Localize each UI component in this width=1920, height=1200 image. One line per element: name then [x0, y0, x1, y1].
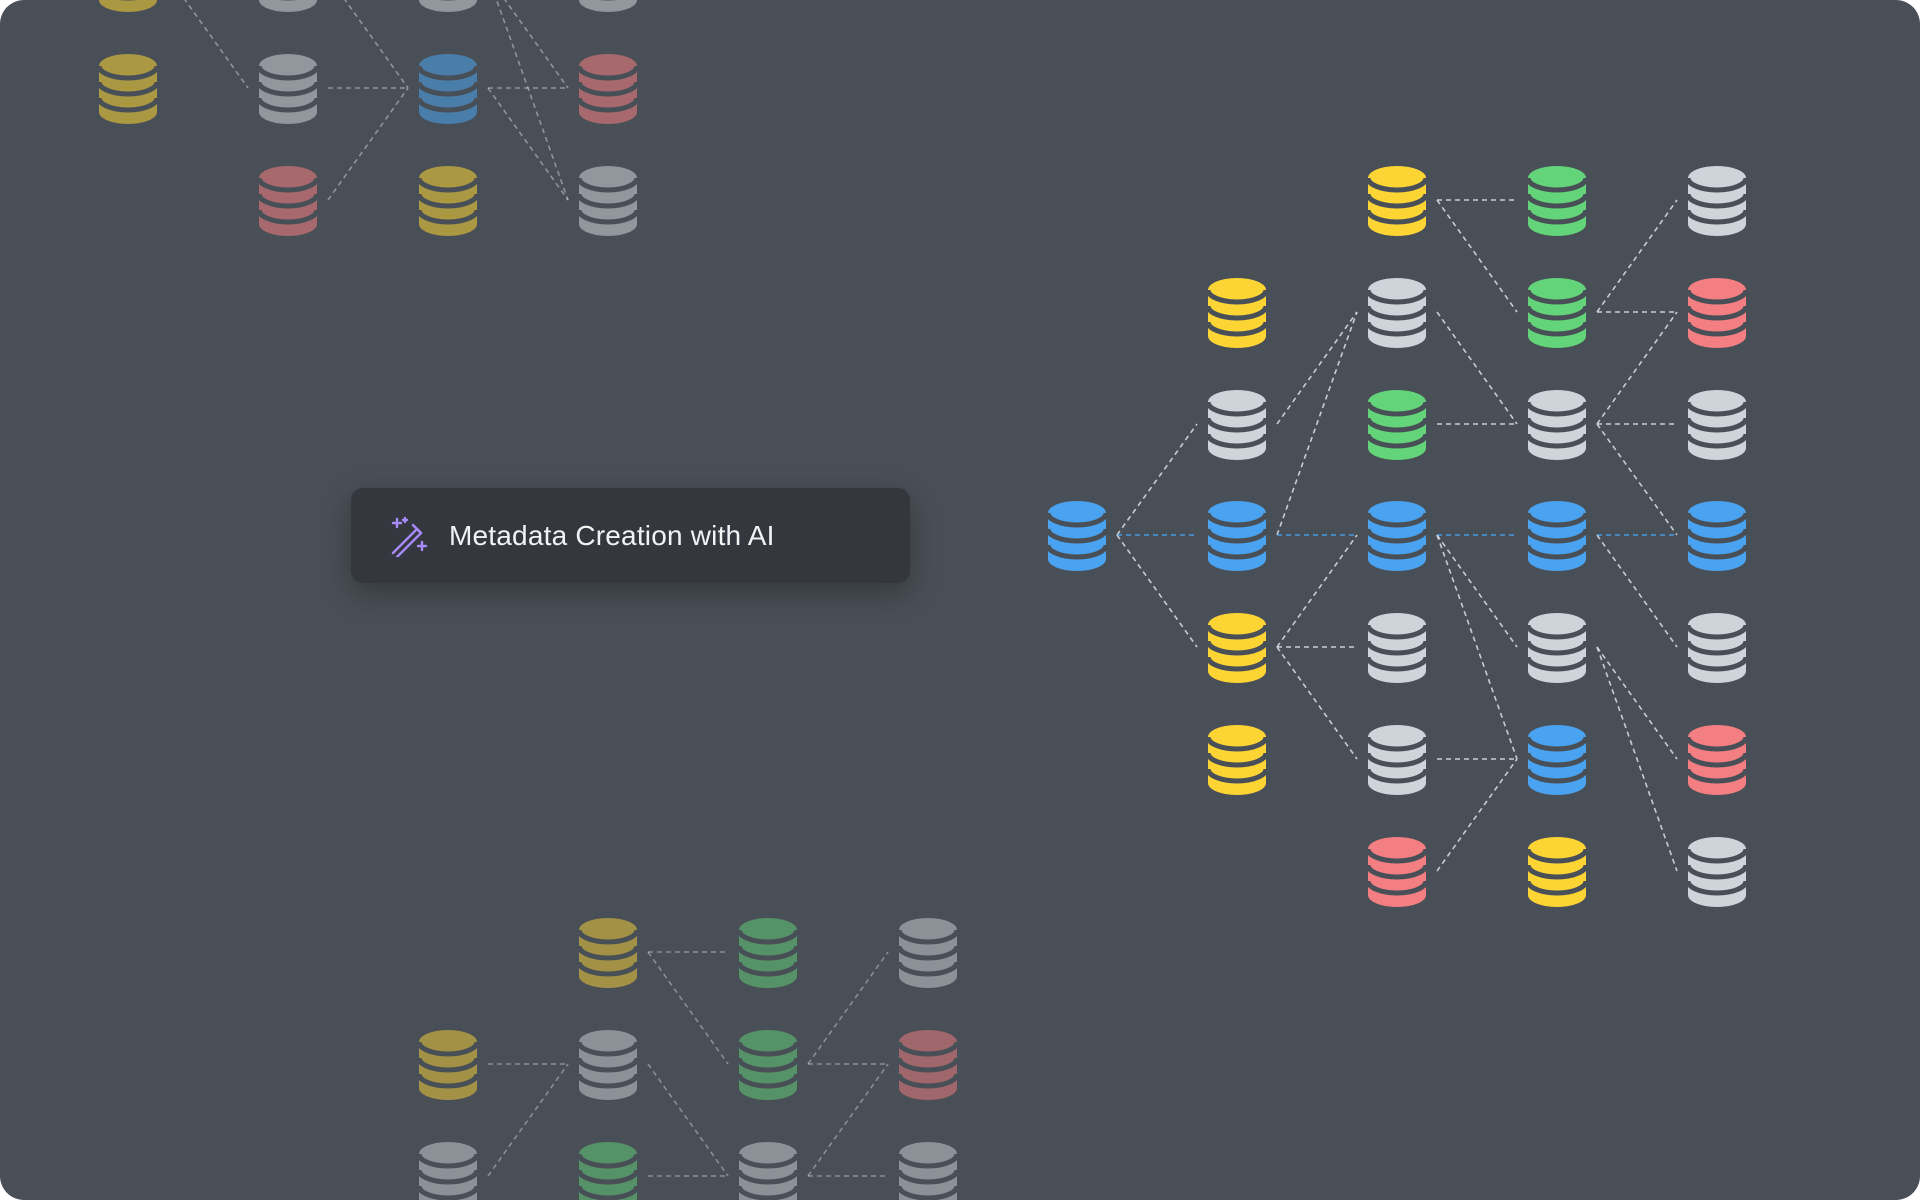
link [1276, 311, 1358, 425]
database-icon [256, 54, 320, 124]
link [807, 951, 889, 1065]
magic-wand-icon [387, 515, 429, 558]
database-icon [99, 0, 157, 12]
database-icon [96, 54, 160, 124]
database-icon [576, 918, 640, 988]
database-icon [1365, 725, 1429, 795]
database-icon [419, 0, 477, 12]
database-icon [416, 1142, 480, 1200]
database-icon [576, 1142, 640, 1200]
link [807, 1063, 889, 1177]
database-icon [1685, 278, 1749, 348]
links-layer [184, 0, 1678, 1177]
database-icon [1685, 725, 1749, 795]
database-icon [896, 1030, 960, 1100]
link [1436, 311, 1518, 425]
database-icon [1685, 166, 1749, 236]
link [1596, 311, 1678, 425]
database-icon [1525, 613, 1589, 683]
database-icon [1205, 501, 1269, 571]
link [1436, 758, 1518, 872]
link [1596, 646, 1678, 872]
link [327, 87, 409, 201]
database-icon [576, 166, 640, 236]
database-icon [1525, 166, 1589, 236]
link [647, 1063, 729, 1177]
database-icon [416, 166, 480, 236]
database-icon [1365, 613, 1429, 683]
database-icon [1685, 390, 1749, 460]
database-icon [416, 1030, 480, 1100]
database-icon [579, 0, 637, 12]
database-icon [416, 54, 480, 124]
database-icon [1365, 837, 1429, 907]
database-icon [736, 1142, 800, 1200]
database-icon [736, 918, 800, 988]
link [647, 951, 729, 1065]
database-icon [1365, 390, 1429, 460]
database-icon [1365, 278, 1429, 348]
database-icon [1205, 725, 1269, 795]
database-icon [576, 1030, 640, 1100]
database-icon [1205, 613, 1269, 683]
link [1276, 534, 1358, 648]
badge-label: Metadata Creation with AI [449, 519, 775, 551]
link [487, 87, 569, 201]
link [1596, 534, 1678, 648]
database-icon [896, 1142, 960, 1200]
database-icon [1365, 166, 1429, 236]
database-icon [736, 1030, 800, 1100]
database-icon [1525, 390, 1589, 460]
link [1596, 199, 1678, 313]
database-icon [1685, 501, 1749, 571]
link [504, 0, 569, 89]
link [1436, 534, 1518, 648]
link [1596, 423, 1678, 536]
database-icon [1205, 390, 1269, 460]
link [1276, 311, 1358, 536]
database-icon [256, 166, 320, 236]
database-icon [896, 918, 960, 988]
database-icon [259, 0, 317, 12]
link [344, 0, 409, 89]
database-icon [1045, 501, 1109, 571]
link [1596, 646, 1678, 760]
database-icon [1205, 278, 1269, 348]
link [1436, 199, 1518, 313]
link [184, 0, 249, 89]
link [1116, 423, 1198, 536]
database-icon [1525, 725, 1589, 795]
link [495, 0, 569, 201]
link [1436, 534, 1518, 760]
link [1116, 534, 1198, 648]
metadata-creation-badge[interactable]: Metadata Creation with AI [351, 488, 910, 583]
database-icon [1685, 837, 1749, 907]
database-icon [1525, 501, 1589, 571]
link [1276, 646, 1358, 760]
database-icon [1365, 501, 1429, 571]
database-icon [576, 54, 640, 124]
database-icon [1685, 613, 1749, 683]
link [487, 1063, 569, 1177]
database-icon [1525, 837, 1589, 907]
nodes-layer [96, 0, 1749, 1200]
database-icon [1525, 278, 1589, 348]
